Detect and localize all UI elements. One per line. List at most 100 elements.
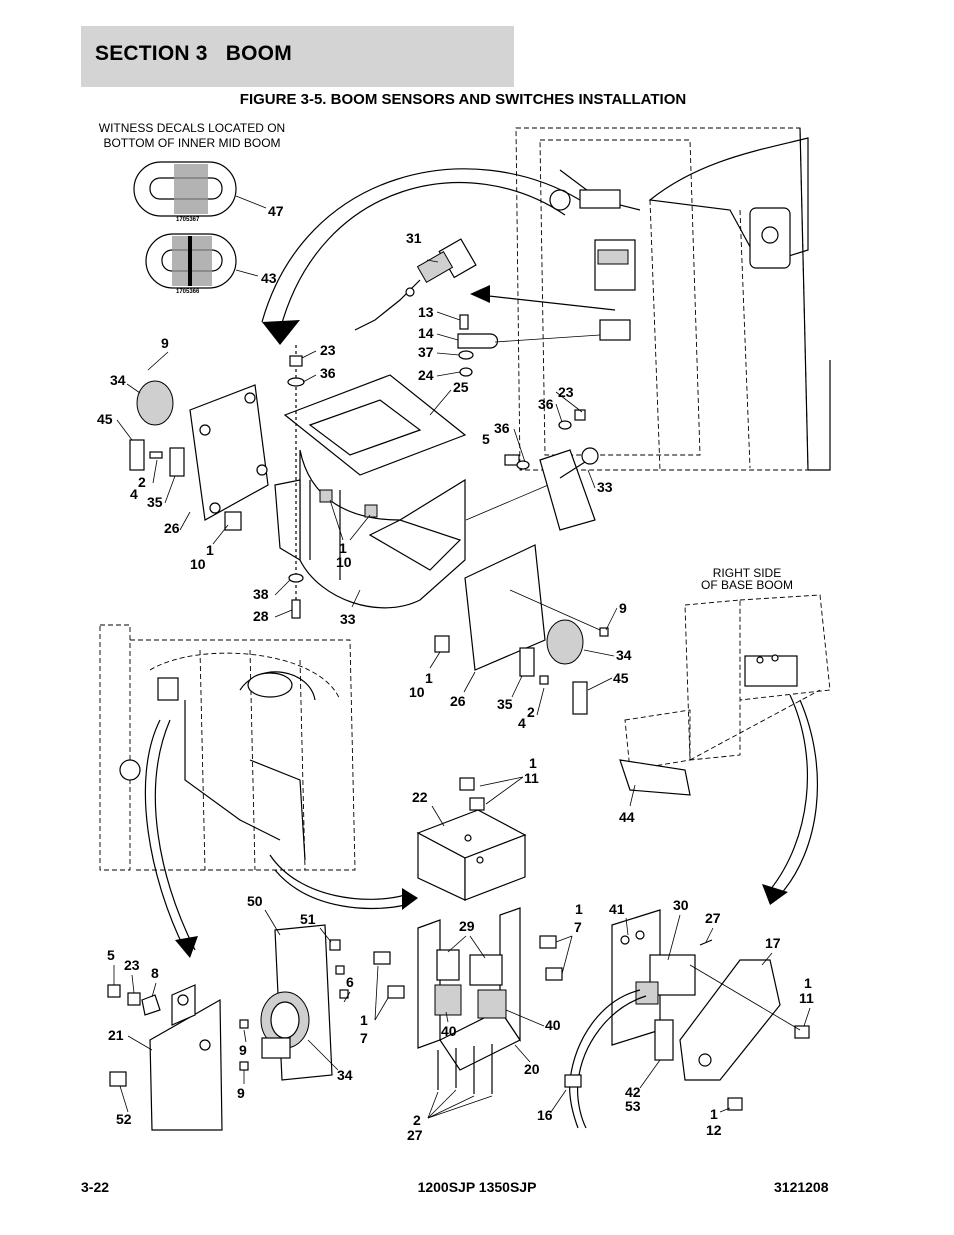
callout-2: 2 [413, 1112, 421, 1128]
callout-36: 36 [494, 420, 510, 436]
callout-29: 29 [459, 918, 475, 934]
callout-4: 4 [518, 715, 526, 731]
clamp-hardware [457, 314, 601, 377]
callout-38: 38 [253, 586, 269, 602]
callout-1: 1 [206, 542, 214, 558]
mounting-block-22 [416, 777, 527, 901]
callout-9: 9 [237, 1085, 245, 1101]
callout-23: 23 [124, 957, 140, 973]
callout-2: 2 [138, 474, 146, 490]
witness-decal-43: 1705366 [145, 233, 237, 295]
right-bracket [504, 409, 599, 531]
callout-9: 9 [239, 1042, 247, 1058]
callout-34: 34 [337, 1067, 353, 1083]
callout-1: 1 [529, 755, 537, 771]
callout-53: 53 [625, 1098, 641, 1114]
callout-9: 9 [161, 335, 169, 351]
proximity-sensor-31 [354, 238, 477, 331]
callout-27: 27 [705, 910, 721, 926]
callout-20: 20 [524, 1061, 540, 1077]
callout-1: 1 [575, 901, 583, 917]
turntable-structure [99, 624, 418, 958]
callout-1: 1 [360, 1012, 368, 1028]
callout-44: 44 [619, 809, 635, 825]
witness-note-line2: BOTTOM OF INNER MID BOOM [103, 136, 280, 150]
witness-note-line1: WITNESS DECALS LOCATED ON [99, 121, 285, 135]
callout-50: 50 [247, 893, 263, 909]
callout-2: 2 [527, 704, 535, 720]
callout-30: 30 [673, 897, 689, 913]
left-switch-plate [129, 380, 269, 531]
center-hardware [287, 345, 305, 619]
callout-27: 27 [407, 1127, 423, 1143]
callout-21: 21 [108, 1027, 124, 1043]
switch-cover-assembly [274, 374, 561, 609]
callout-6: 6 [346, 974, 354, 990]
callout-36: 36 [320, 365, 336, 381]
base-boom-right-side [619, 594, 831, 905]
figure-title: FIGURE 3-5. BOOM SENSORS AND SWITCHES IN… [239, 91, 687, 108]
footer-doc-number: 3121208 [774, 1179, 829, 1195]
callout-1: 1 [710, 1106, 718, 1122]
callout-9: 9 [619, 600, 627, 616]
lower-left-switch-assembly [107, 924, 349, 1131]
callout-22: 22 [412, 789, 428, 805]
lower-right-switch-assembly [564, 909, 810, 1129]
section-title: SECTION 3 BOOM [95, 42, 292, 65]
callout-31: 31 [406, 230, 422, 246]
callout-11: 11 [524, 770, 539, 786]
callout-35: 35 [497, 696, 513, 712]
callout-25: 25 [453, 379, 469, 395]
callout-16: 16 [537, 1107, 553, 1123]
callout-40: 40 [441, 1023, 457, 1039]
callout-23: 23 [320, 342, 336, 358]
callout-33: 33 [597, 479, 613, 495]
callout-8: 8 [151, 965, 159, 981]
callout-13: 13 [418, 304, 434, 320]
callout-10: 10 [336, 554, 352, 570]
callout-35: 35 [147, 494, 163, 510]
callout-34: 34 [110, 372, 126, 388]
callout-40: 40 [545, 1017, 561, 1033]
callout-17: 17 [765, 935, 781, 951]
decal-number-b: 1705366 [176, 289, 200, 295]
callout-28: 28 [253, 608, 269, 624]
callout-37: 37 [418, 344, 434, 360]
decal-number-a: 1705367 [176, 217, 200, 223]
callout-10: 10 [190, 556, 206, 572]
callout-14: 14 [418, 325, 434, 341]
callout-51: 51 [300, 911, 316, 927]
callout-26: 26 [450, 693, 466, 709]
callout-34: 34 [616, 647, 632, 663]
callout-11: 11 [799, 990, 814, 1006]
callout-33: 33 [340, 611, 356, 627]
callout-7: 7 [360, 1030, 368, 1046]
section-header-band: SECTION 3 BOOM [81, 26, 514, 87]
callout-1: 1 [804, 975, 812, 991]
center-switch-plate [434, 544, 609, 715]
callout-23: 23 [558, 384, 574, 400]
callout-5: 5 [482, 431, 490, 447]
inner-mid-boom [515, 127, 831, 471]
right-side-note-line1: RIGHT SIDE [713, 566, 781, 580]
leader-lines [113, 259, 811, 1119]
callout-45: 45 [97, 411, 113, 427]
right-side-note-line2: OF BASE BOOM [701, 578, 793, 592]
callout-42: 42 [625, 1084, 641, 1100]
callout-4: 4 [130, 486, 138, 502]
callout-1: 1 [425, 670, 433, 686]
callout-1: 1 [339, 540, 347, 556]
callout-41: 41 [609, 901, 625, 917]
callout-5: 5 [107, 947, 115, 963]
footer-page-number: 3-22 [81, 1179, 110, 1195]
switch-bracket-20 [373, 907, 563, 1094]
callout-7: 7 [574, 919, 582, 935]
callout-12: 12 [706, 1122, 722, 1138]
footer-model: 1200SJP 1350SJP [417, 1179, 537, 1195]
callout-10: 10 [409, 684, 425, 700]
callout-36: 36 [538, 396, 554, 412]
callout-43: 43 [261, 270, 277, 286]
callout-47: 47 [268, 203, 284, 219]
callout-24: 24 [418, 367, 434, 383]
